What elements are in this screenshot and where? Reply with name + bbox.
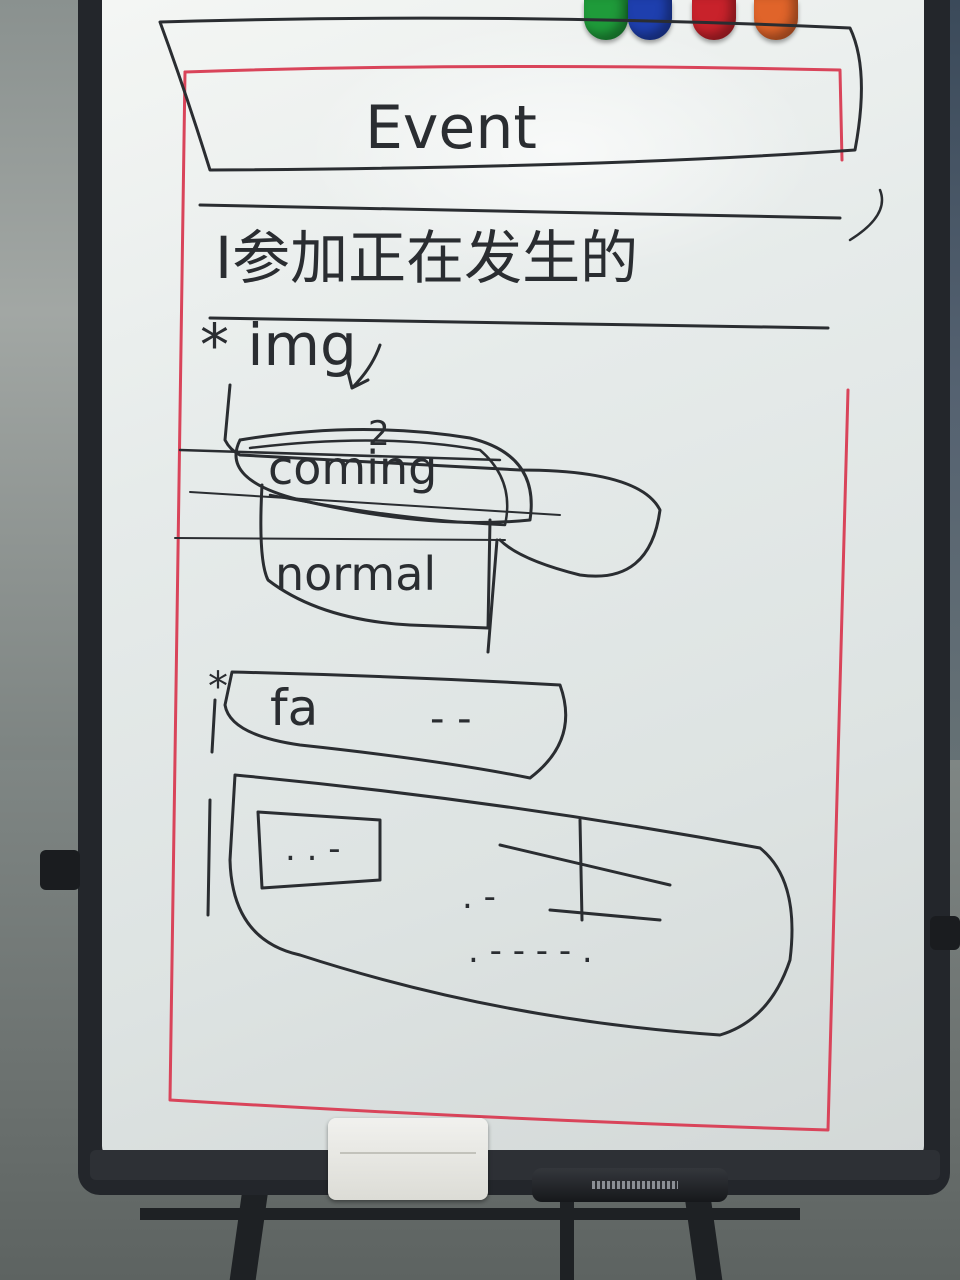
- box-normal-label: normal: [275, 547, 436, 601]
- orange-magnet[interactable]: [754, 0, 798, 40]
- clamp-right-icon: [930, 916, 960, 950]
- inner-square-dots: . . -: [285, 829, 341, 869]
- coming-box: [234, 428, 533, 524]
- marker-tray: [90, 1150, 940, 1180]
- cjk-underline: [208, 316, 830, 330]
- dots-row-2: . -: [462, 877, 496, 917]
- title-frame-line: [158, 16, 863, 172]
- bullet-2-mark: *: [208, 664, 228, 710]
- left-guide-line: [178, 448, 502, 462]
- coming-box-inner: [248, 439, 509, 527]
- board-cjk-line: I参加正在发生的: [215, 224, 638, 292]
- light-glare: [300, 20, 820, 280]
- marker-label: [592, 1181, 678, 1189]
- normal-box: [259, 483, 492, 630]
- bottom-box: [228, 773, 794, 1037]
- bullet-2-ellipsis: - -: [430, 696, 472, 742]
- cjk-underline: [198, 203, 842, 220]
- img-note: 2: [368, 414, 390, 454]
- red-magnet[interactable]: [692, 0, 736, 40]
- fa-box-left: [210, 698, 217, 754]
- eraser-icon[interactable]: [328, 1118, 488, 1200]
- cjk-side-stroke: [848, 188, 884, 242]
- fa-box: [223, 670, 568, 780]
- inner-square: [256, 810, 382, 890]
- dots-row-3: . - - - - .: [468, 931, 593, 971]
- img-arrow: [346, 343, 382, 390]
- stand-crossbar: [140, 1208, 800, 1220]
- bullet-img: * img: [200, 311, 357, 379]
- bullet-2-text: fa: [270, 679, 318, 737]
- eraser-groove: [340, 1152, 476, 1154]
- board-title: Event: [365, 93, 537, 163]
- red-border-line: [168, 70, 850, 1132]
- red-border-line: [183, 64, 844, 162]
- clamp-left-icon: [40, 850, 80, 890]
- box-coming-label: coming: [268, 441, 437, 495]
- bottom-box-left: [206, 798, 212, 917]
- left-guide-line: [189, 491, 561, 516]
- marker-icon[interactable]: [532, 1168, 728, 1202]
- inner-lines: [498, 818, 672, 922]
- normal-box-side: [486, 538, 499, 654]
- left-guide-line: [174, 537, 506, 541]
